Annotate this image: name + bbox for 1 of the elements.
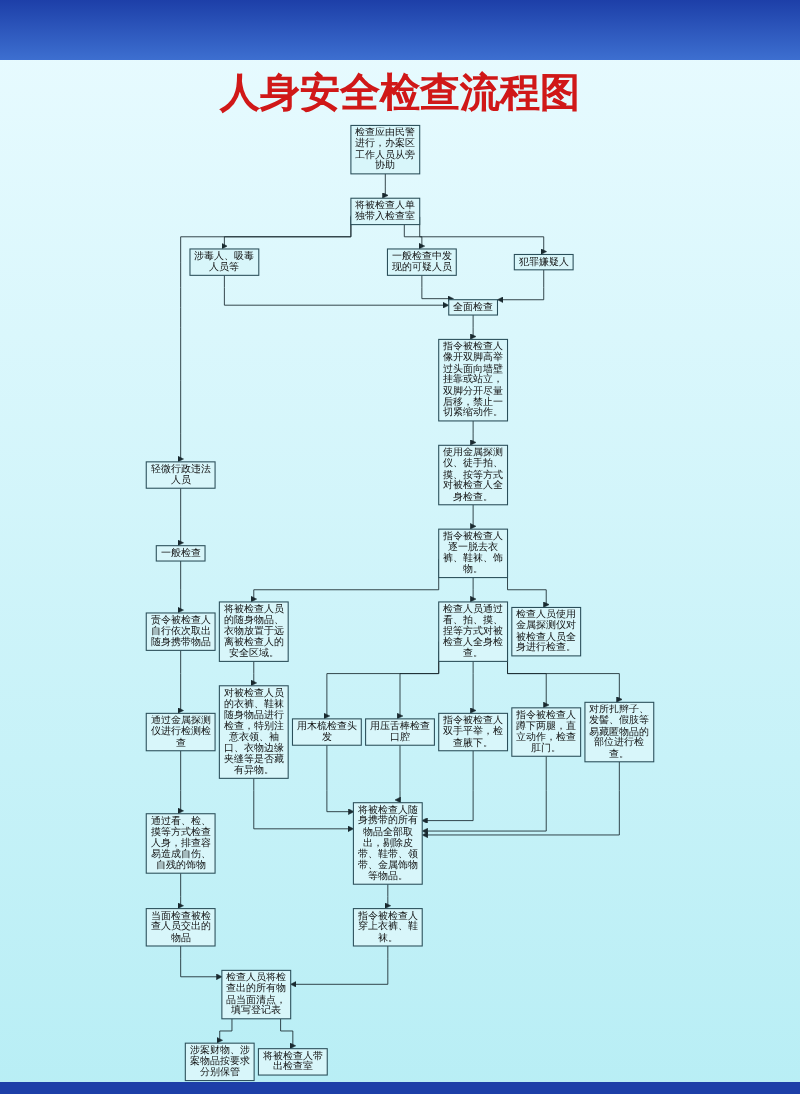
title: 人身安全检查流程图 <box>217 66 582 120</box>
